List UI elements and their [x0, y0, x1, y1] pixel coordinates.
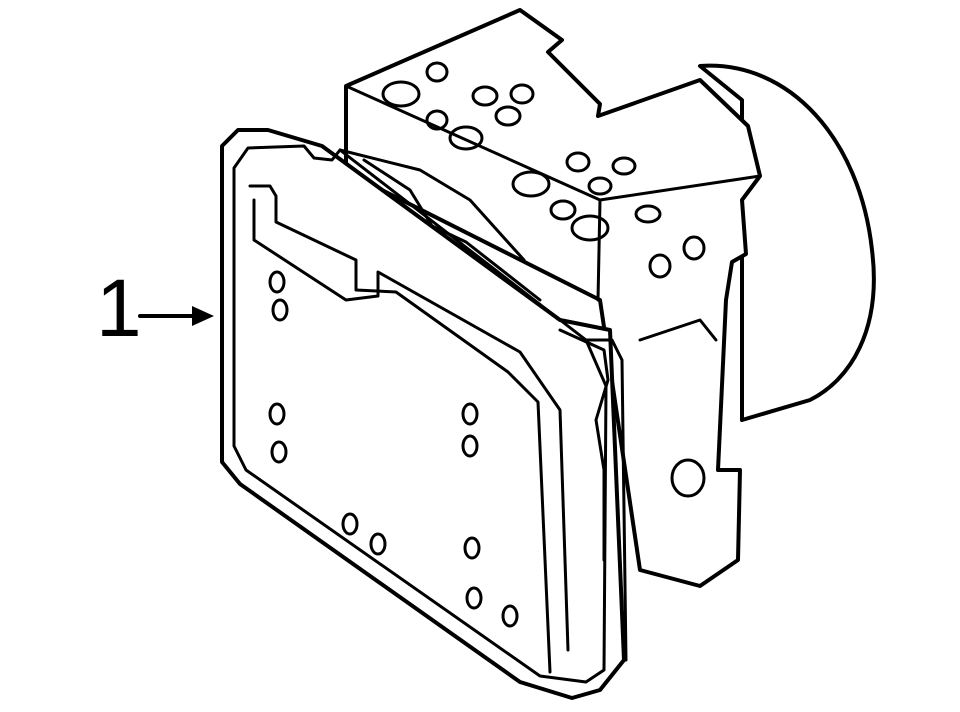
- callout-number: 1: [96, 263, 142, 354]
- callout-arrow: [138, 306, 214, 326]
- control-unit-mounting-holes: [268, 270, 519, 628]
- valve-block-ports: [381, 61, 706, 498]
- valve-block: [344, 8, 762, 588]
- control-unit-housing: [220, 128, 628, 700]
